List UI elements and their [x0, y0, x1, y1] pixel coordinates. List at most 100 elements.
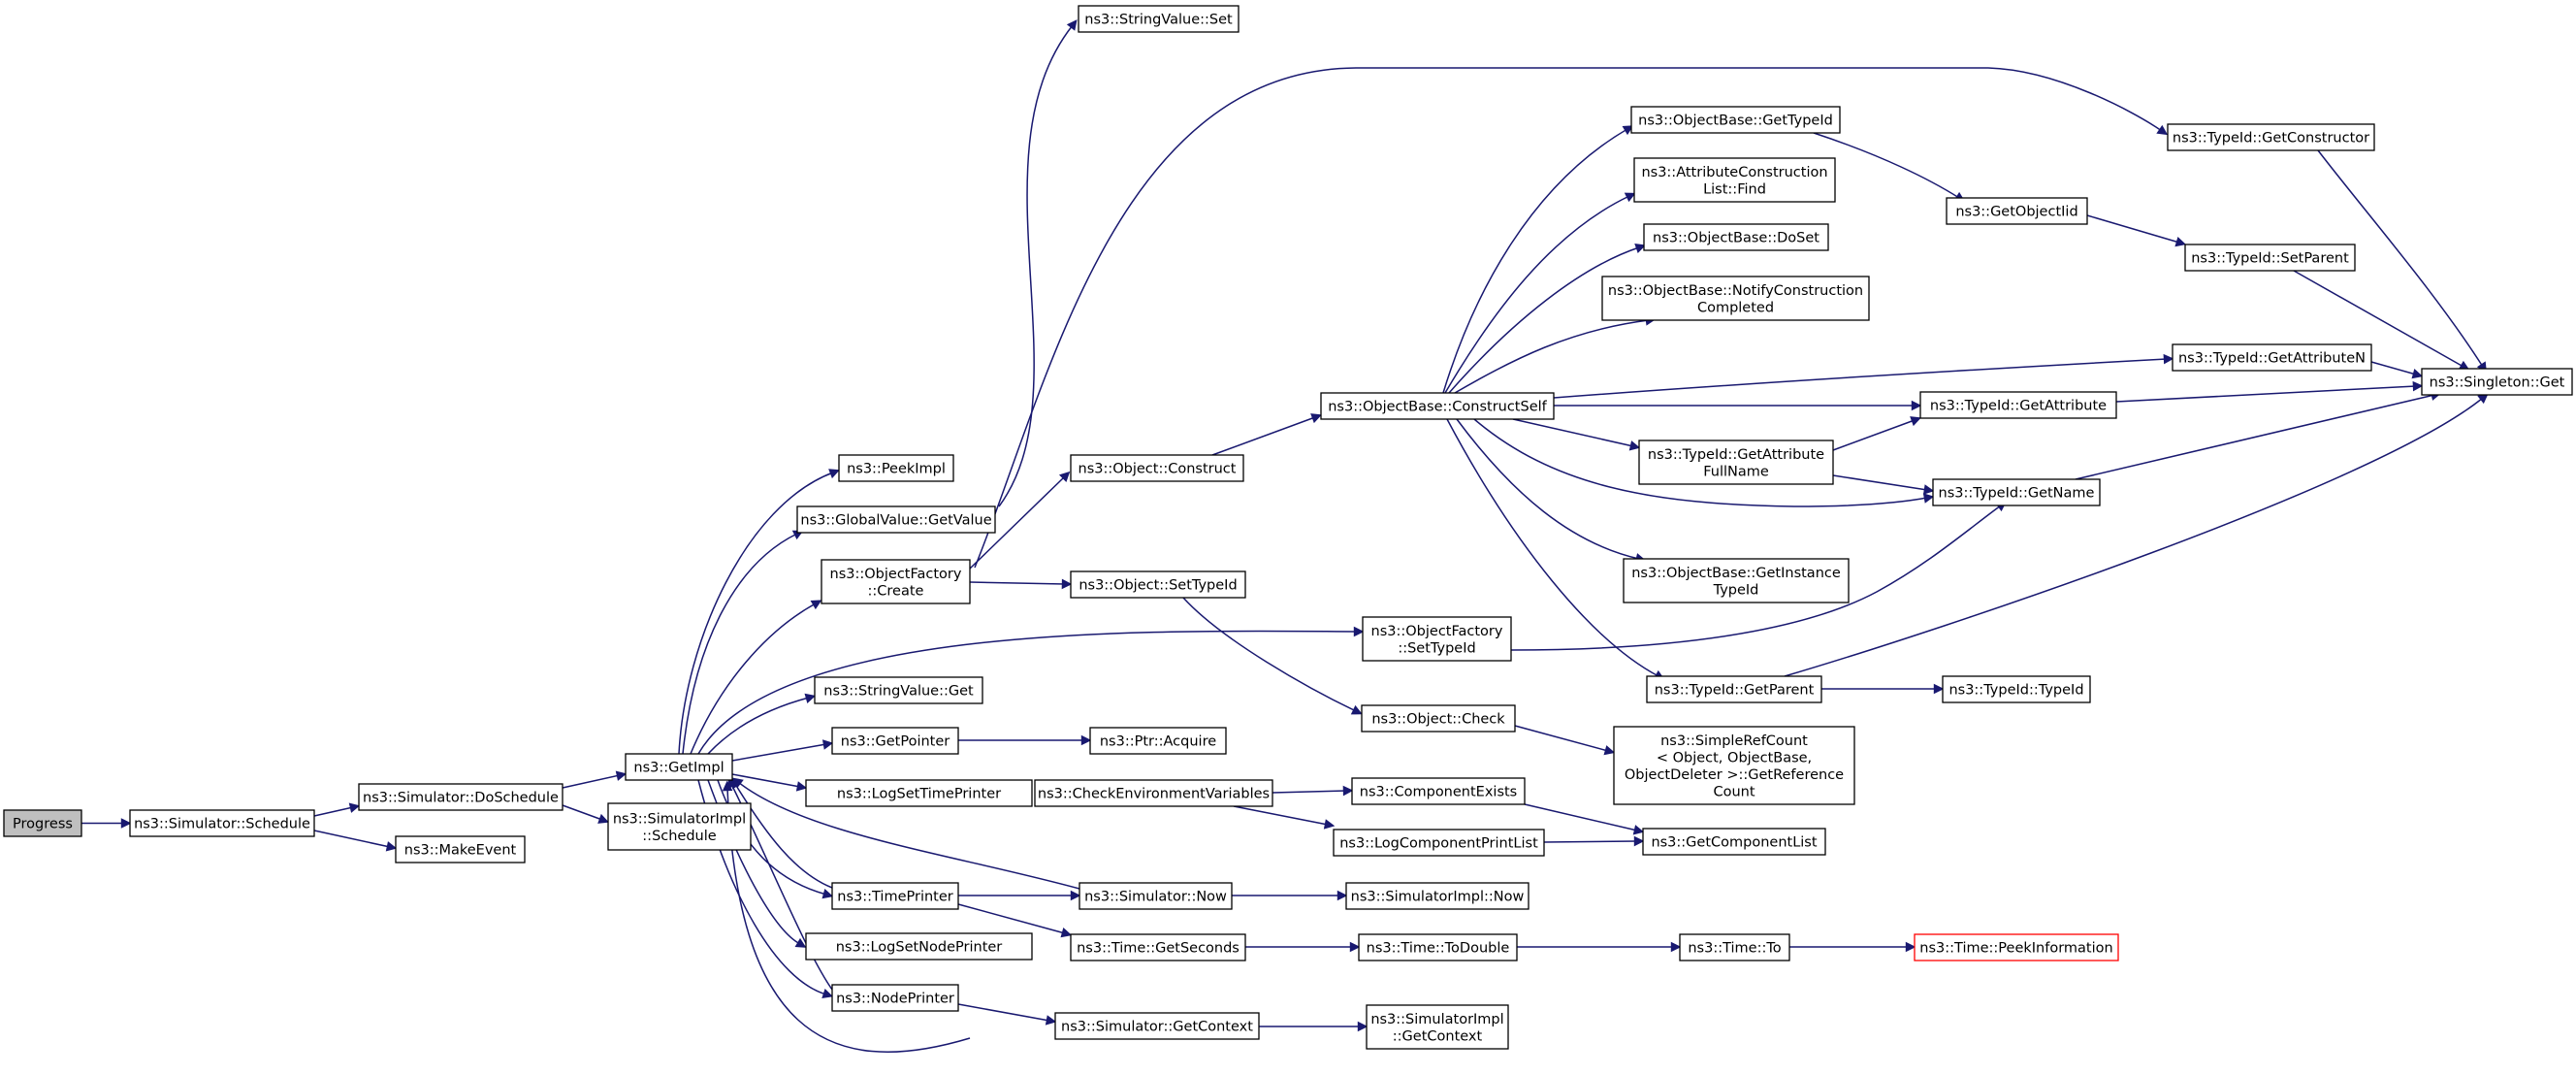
node-nodeprinter[interactable]: ns3::NodePrinter: [831, 984, 959, 1012]
node-svget[interactable]: ns3::StringValue::Get: [814, 676, 983, 704]
node-label: ns3::TypeId::GetParent: [1655, 683, 1815, 699]
node-peekinfo[interactable]: ns3::Time::PeekInformation: [1914, 933, 2119, 961]
arrowhead: [1310, 413, 1322, 424]
node-simnow[interactable]: ns3::Simulator::Now: [1079, 882, 1233, 910]
arrowhead: [1634, 244, 1647, 254]
node-singleton[interactable]: ns3::Singleton::Get: [2421, 368, 2573, 396]
edge-getimpl-to-peekimpl: [678, 469, 840, 755]
node-label: ns3::Time::PeekInformation: [1919, 941, 2112, 957]
node-logcpl[interactable]: ns3::LogComponentPrintList: [1333, 829, 1545, 857]
node-label: ns3::TimePrinter: [837, 890, 953, 905]
node-label: ns3::ObjectBase::NotifyConstruction: [1608, 283, 1863, 299]
node-obgettid[interactable]: ns3::ObjectBase::GetTypeId: [1630, 106, 1841, 134]
node-svset[interactable]: ns3::StringValue::Set: [1078, 5, 1240, 33]
edge-getimpl-to-timeprinter: [717, 779, 834, 899]
edge-getimpl-to-ofcreate: [690, 600, 822, 755]
edge-constructself-to-tidgetafn: [1512, 418, 1641, 451]
node-label: ns3::AttributeConstruction: [1641, 165, 1827, 180]
arrowhead: [1628, 440, 1641, 451]
arrowhead: [1058, 471, 1071, 483]
edge-ofcreate-to-objconstruct: [969, 471, 1071, 570]
node-obdoset[interactable]: ns3::ObjectBase::DoSet: [1643, 223, 1829, 251]
edge-checkenv-to-compexists: [1272, 785, 1354, 797]
node-label: ns3::Time::GetSeconds: [1077, 941, 1240, 957]
node-tidtid[interactable]: ns3::TypeId::TypeId: [1942, 675, 2091, 703]
edge-timeto-to-peekinfo: [1789, 941, 1916, 953]
node-ofcreate[interactable]: ns3::ObjectFactory::Create: [821, 559, 971, 604]
arrowhead: [1336, 890, 1348, 901]
edge-timeprinter-to-timegetsec: [957, 903, 1073, 938]
node-label: ns3::TypeId::GetAttribute: [1648, 447, 1824, 463]
node-simplerefcount[interactable]: ns3::SimpleRefCount< Object, ObjectBase,…: [1613, 726, 1855, 805]
node-simgetctx[interactable]: ns3::Simulator::GetContext: [1054, 1012, 1260, 1040]
node-peekimpl[interactable]: ns3::PeekImpl: [838, 454, 954, 482]
node-tidgetctor[interactable]: ns3::TypeId::GetConstructor: [2167, 123, 2375, 151]
node-tidgetparent[interactable]: ns3::TypeId::GetParent: [1646, 675, 1822, 703]
node-logsetnp[interactable]: ns3::LogSetNodePrinter: [805, 932, 1033, 961]
node-label: ns3::ObjectBase::GetTypeId: [1638, 114, 1833, 129]
node-getimpl[interactable]: ns3::GetImpl: [625, 753, 733, 781]
edge-gvgetvalue-to-svset: [998, 19, 1078, 507]
node-timeto[interactable]: ns3::Time::To: [1679, 933, 1790, 961]
node-checkenv[interactable]: ns3::CheckEnvironmentVariables: [1034, 779, 1273, 807]
arrowhead: [2156, 124, 2169, 136]
edge-constructself-to-aclfind: [1444, 192, 1636, 394]
node-ptracquire[interactable]: ns3::Ptr::Acquire: [1089, 727, 1227, 755]
node-ofsettid[interactable]: ns3::ObjectFactory::SetTypeId: [1362, 616, 1512, 662]
node-objconstruct[interactable]: ns3::Object::Construct: [1070, 454, 1244, 482]
node-label: ns3::SimulatorImpl::Now: [1351, 890, 1525, 905]
node-gvgetvalue[interactable]: ns3::GlobalValue::GetValue: [796, 505, 996, 534]
node-tidgetattr[interactable]: ns3::TypeId::GetAttribute: [1919, 391, 2117, 419]
node-label: ::Create: [868, 583, 924, 599]
node-dosched[interactable]: ns3::Simulator::DoSchedule: [358, 783, 564, 811]
node-tidsetparent[interactable]: ns3::TypeId::SetParent: [2184, 244, 2356, 272]
node-progress[interactable]: Progress: [3, 809, 82, 837]
node-label: ns3::TypeId::TypeId: [1948, 683, 2083, 699]
node-constructself[interactable]: ns3::ObjectBase::ConstructSelf: [1320, 392, 1555, 420]
node-getpointer[interactable]: ns3::GetPointer: [831, 727, 959, 755]
node-label: < Object, ObjectBase,: [1657, 750, 1812, 766]
node-makeevent[interactable]: ns3::MakeEvent: [395, 835, 526, 863]
node-tidgetattrn[interactable]: ns3::TypeId::GetAttributeN: [2172, 343, 2372, 372]
node-label: ns3::Simulator::Now: [1084, 890, 1227, 905]
node-simimplnow[interactable]: ns3::SimulatorImpl::Now: [1345, 882, 1530, 910]
node-sched[interactable]: ns3::Simulator::Schedule: [129, 809, 315, 837]
node-timegetsec[interactable]: ns3::Time::GetSeconds: [1070, 933, 1246, 961]
node-objsettid[interactable]: ns3::Object::SetTypeId: [1070, 570, 1246, 599]
node-logsettp[interactable]: ns3::LogSetTimePrinter: [805, 779, 1033, 807]
node-timetodouble[interactable]: ns3::Time::ToDouble: [1358, 933, 1518, 961]
node-timeprinter[interactable]: ns3::TimePrinter: [831, 882, 959, 910]
edge-logcpl-to-getcomplist: [1543, 835, 1645, 847]
arrowhead: [2411, 368, 2424, 379]
node-getobjiid[interactable]: ns3::GetObjectIid: [1946, 197, 2088, 225]
edge-getimpl-to-logsettp: [731, 773, 808, 792]
arrowhead: [1633, 835, 1645, 847]
arrowhead: [120, 818, 132, 829]
node-tidgetname[interactable]: ns3::TypeId::GetName: [1932, 478, 2101, 506]
arrowhead: [828, 469, 840, 479]
node-label: ns3::LogComponentPrintList: [1339, 836, 1538, 852]
node-simimplgetctx[interactable]: ns3::SimulatorImpl::GetContext: [1366, 1004, 1509, 1050]
edge-nodeprinter-to-simgetctx: [957, 1003, 1057, 1026]
arrowhead: [810, 600, 822, 610]
node-compexists[interactable]: ns3::ComponentExists: [1351, 777, 1526, 805]
node-label: ns3::TypeId::SetParent: [2191, 251, 2349, 267]
edge-constructself-to-tidgetattrn: [1553, 353, 2174, 399]
edge-getimpl-to-ofsettid: [697, 626, 1365, 755]
arrowhead: [1905, 941, 1916, 953]
arrowhead: [804, 693, 817, 704]
node-objcheck[interactable]: ns3::Object::Check: [1361, 704, 1516, 733]
edge-tidgetparent-to-singleton: [1784, 393, 2489, 677]
node-obnotify[interactable]: ns3::ObjectBase::NotifyConstructionCompl…: [1601, 276, 1870, 321]
node-simimplsched[interactable]: ns3::SimulatorImpl::Schedule: [607, 802, 752, 851]
edge-simgetctx-to-simimplgetctx: [1259, 1021, 1368, 1032]
arrowhead: [1357, 1021, 1368, 1032]
edge-objconstruct-to-constructself: [1211, 413, 1322, 456]
edge-dosched-to-simimplsched: [562, 804, 609, 824]
edge-constructself-to-tidgetattr: [1554, 400, 1922, 411]
node-getcomplist[interactable]: ns3::GetComponentList: [1642, 828, 1826, 856]
